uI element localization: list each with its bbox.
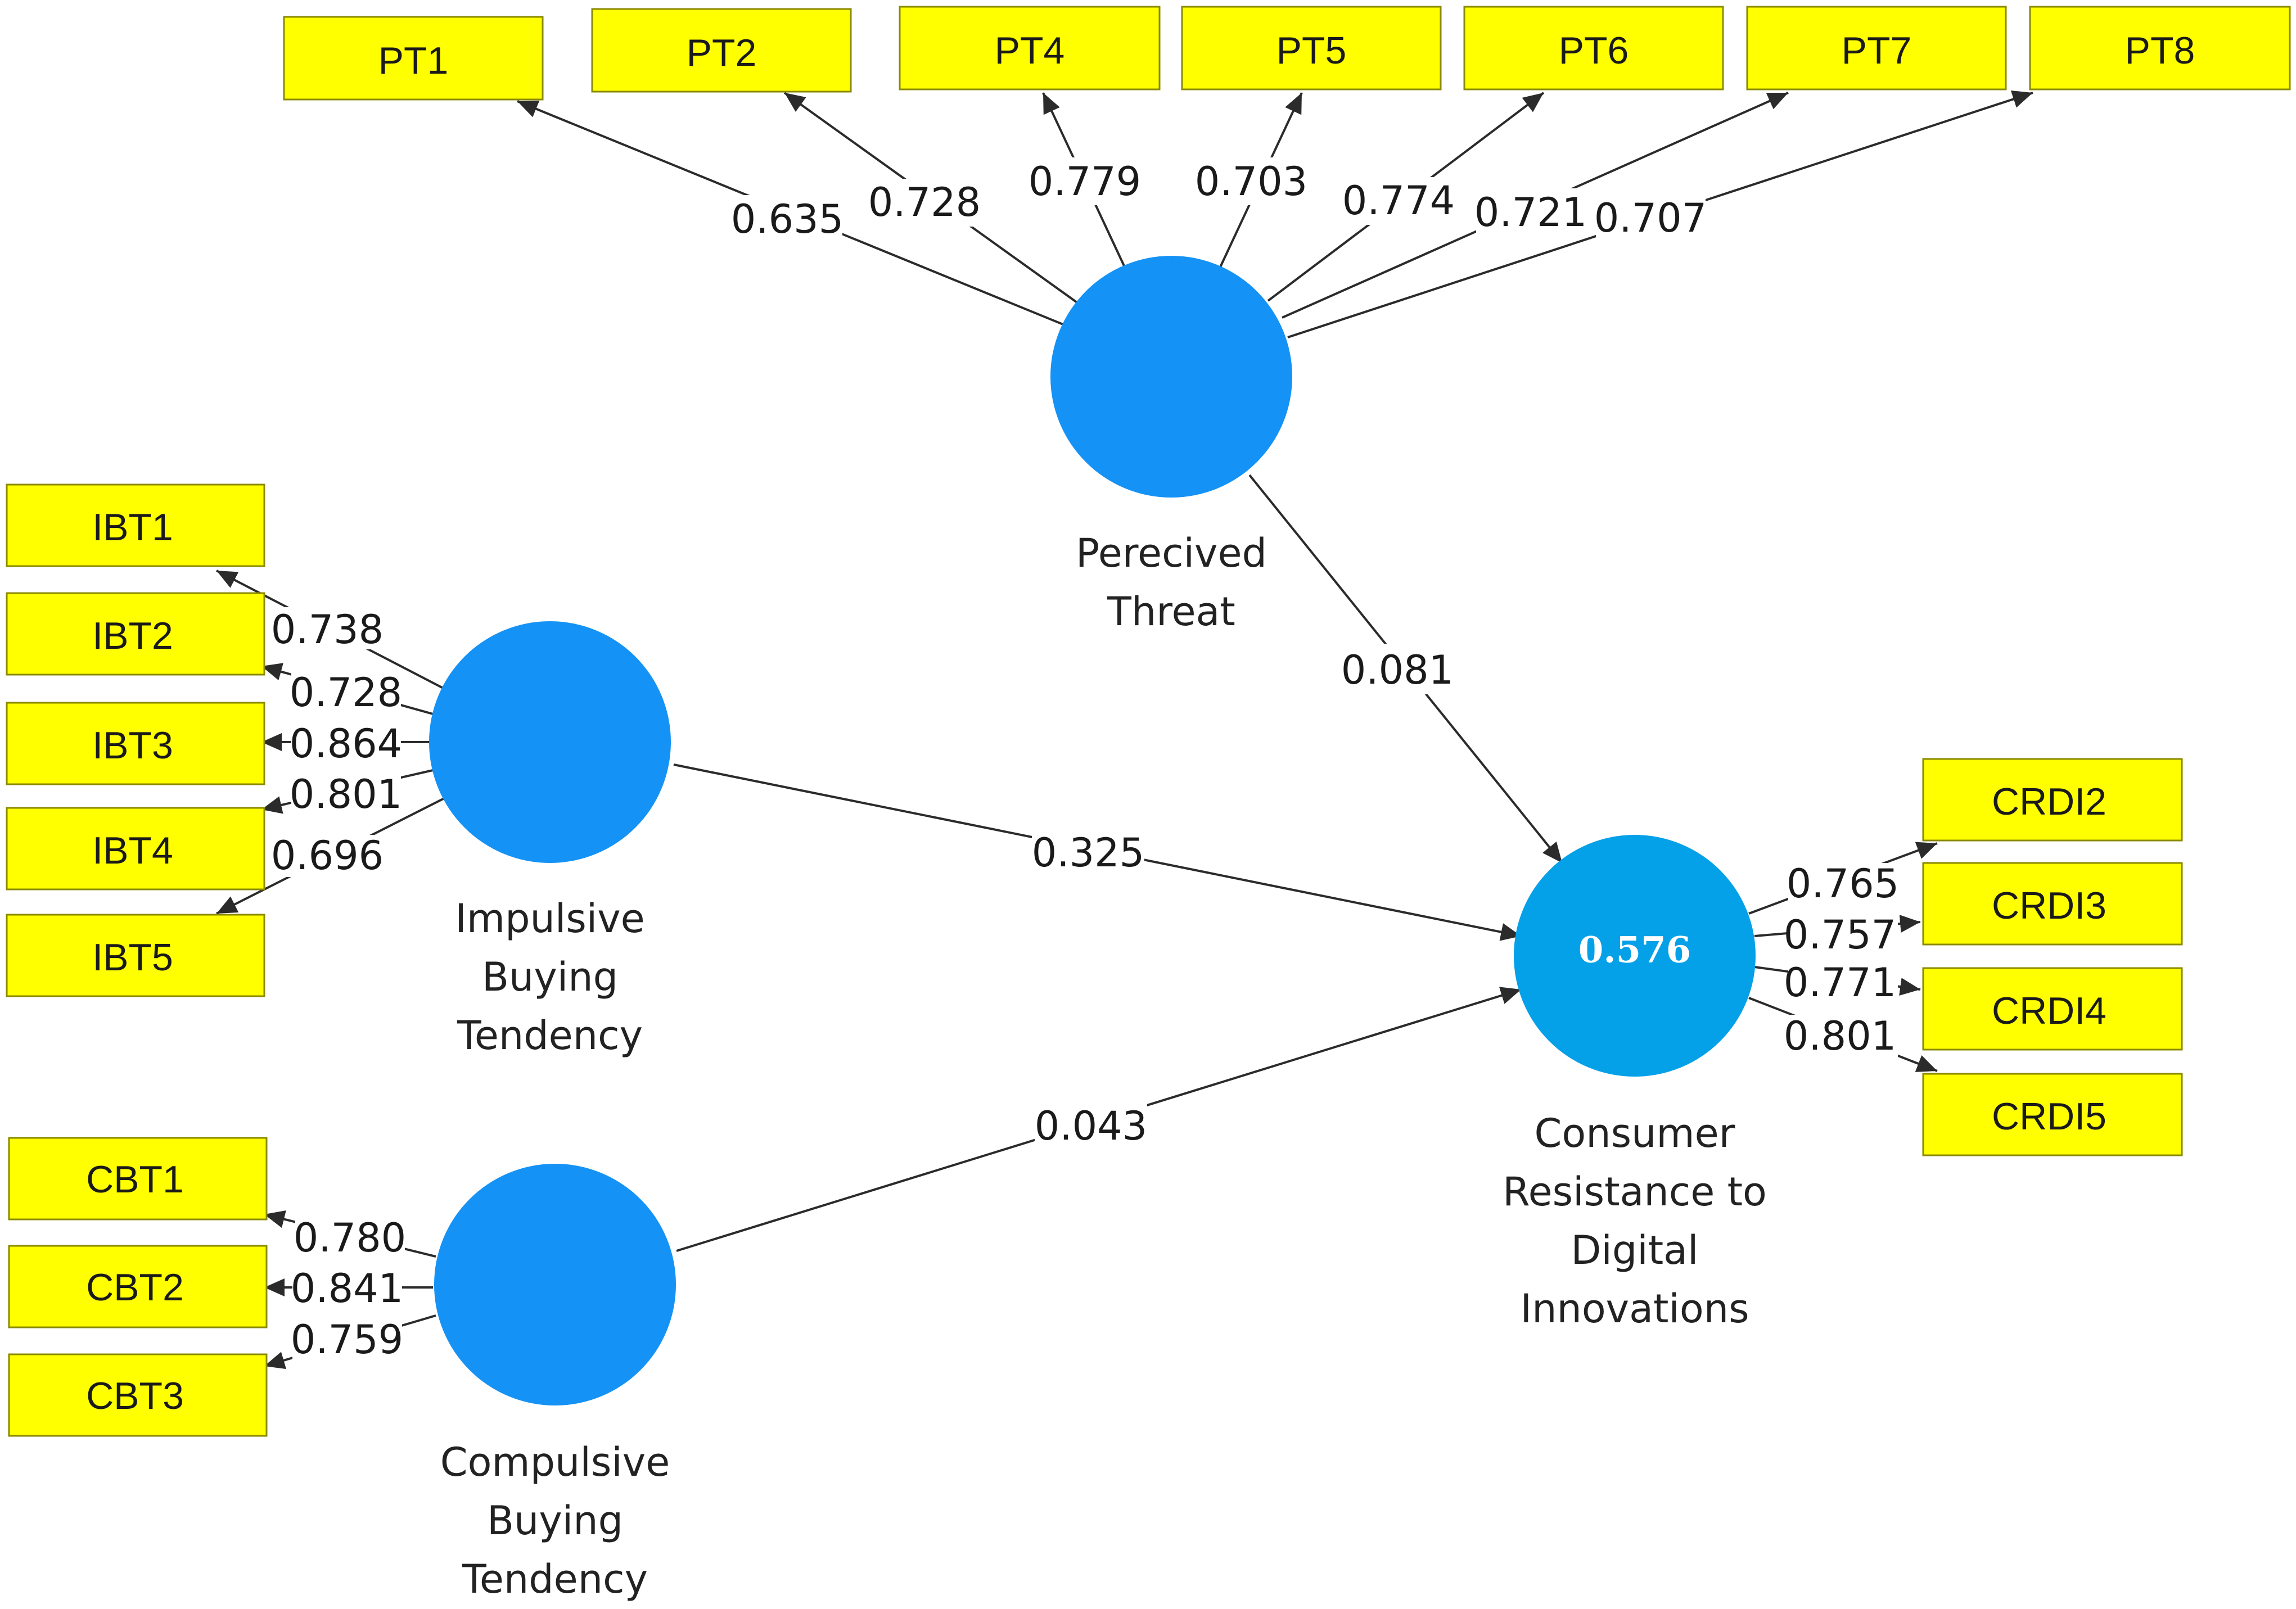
loading-ibt3: 0.864 [290, 721, 402, 767]
construct-consumer-resistance: 0.576 Consumer Resistance to Digital Inn… [1503, 835, 1767, 1332]
indicator-label: IBT2 [92, 614, 173, 657]
loading-ibt4: 0.801 [290, 771, 402, 817]
loading-cbt1: 0.780 [294, 1215, 406, 1261]
indicator-label: CRDI4 [1992, 989, 2106, 1032]
loading-ibt2: 0.728 [290, 670, 402, 716]
indicator-crdi3: CRDI3 [1922, 862, 2183, 946]
loading-crdi4: 0.771 [1784, 960, 1896, 1006]
construct-name-line: Buying [482, 954, 618, 1000]
indicator-ibt2: IBT2 [6, 592, 265, 676]
loading-pt4: 0.779 [1029, 159, 1141, 205]
loading-pt6: 0.774 [1342, 178, 1455, 224]
indicator-label: IBT5 [92, 936, 173, 979]
indicator-crdi5: CRDI5 [1922, 1073, 2183, 1156]
ibt-indicators: IBT1 IBT2 IBT3 IBT4 IBT5 [6, 483, 265, 997]
ibt-loading-labels: 0.738 0.728 0.864 0.801 0.696 [271, 607, 402, 879]
loading-pt8: 0.707 [1594, 195, 1707, 241]
indicator-label: CRDI5 [1992, 1095, 2106, 1138]
path-coefficient-ibt: 0.325 [1032, 830, 1144, 876]
construct-circle [1050, 256, 1292, 498]
path-coefficient-cbt: 0.043 [1035, 1103, 1147, 1149]
indicator-label: IBT3 [92, 724, 173, 767]
construct-name-line: Resistance to [1503, 1169, 1767, 1215]
indicator-ibt5: IBT5 [6, 914, 265, 997]
crdi-indicators: CRDI2 CRDI3 CRDI4 CRDI5 [1922, 758, 2183, 1156]
indicator-label: PT4 [995, 29, 1065, 72]
indicator-label: PT6 [1559, 29, 1629, 72]
indicator-label: PT1 [378, 39, 449, 82]
loading-crdi2: 0.765 [1787, 861, 1899, 907]
path-coefficient-labels: 0.081 0.325 0.043 [1032, 644, 1454, 1151]
loading-pt5: 0.703 [1195, 159, 1307, 205]
indicator-pt6: PT6 [1463, 6, 1724, 91]
cbt-indicators: CBT1 CBT2 CBT3 [8, 1137, 268, 1437]
indicator-label: CBT1 [86, 1158, 184, 1201]
crdi-loading-labels: 0.765 0.757 0.771 0.801 [1784, 861, 1899, 1059]
indicator-ibt1: IBT1 [6, 483, 265, 567]
indicator-pt5: PT5 [1181, 6, 1442, 91]
indicator-crdi2: CRDI2 [1922, 758, 2183, 842]
pt-indicators: PT1 PT2 PT4 PT5 PT6 PT7 PT8 [283, 6, 2291, 101]
cbt-loading-labels: 0.780 0.841 0.759 [291, 1215, 406, 1363]
loading-crdi3: 0.757 [1784, 912, 1896, 958]
indicator-cbt1: CBT1 [8, 1137, 268, 1221]
indicator-cbt3: CBT3 [8, 1353, 268, 1437]
indicator-label: IBT1 [92, 506, 173, 549]
indicator-label: CRDI2 [1992, 780, 2106, 823]
indicator-label: CRDI3 [1992, 884, 2106, 927]
loading-pt7: 0.721 [1474, 189, 1587, 236]
construct-compulsive-buying: Compulsive Buying Tendency [434, 1164, 676, 1602]
construct-perceived-threat: Perecived Threat [1050, 256, 1292, 635]
indicator-pt7: PT7 [1746, 6, 2007, 91]
loading-ibt5: 0.696 [271, 833, 384, 879]
construct-name-line: Tendency [462, 1556, 648, 1602]
indicator-cbt2: CBT2 [8, 1245, 268, 1328]
indicator-label: PT7 [1842, 29, 1912, 72]
indicator-pt2: PT2 [591, 8, 852, 93]
construct-name-line: Digital [1571, 1227, 1698, 1273]
loading-cbt3: 0.759 [291, 1317, 403, 1363]
indicator-label: CBT3 [86, 1375, 184, 1417]
indicator-label: CBT2 [86, 1266, 184, 1309]
indicator-label: PT8 [2125, 29, 2195, 72]
construct-name-line: Impulsive [455, 896, 645, 942]
construct-name-line: Threat [1107, 589, 1235, 635]
loading-ibt1: 0.738 [271, 607, 384, 653]
construct-name-line: Perecived [1076, 530, 1267, 576]
indicator-ibt3: IBT3 [6, 702, 265, 785]
construct-name-line: Innovations [1520, 1286, 1749, 1332]
construct-name-line: Consumer [1535, 1110, 1735, 1156]
indicator-pt8: PT8 [2029, 6, 2291, 91]
path-coefficient-pt: 0.081 [1341, 647, 1454, 693]
indicator-pt1: PT1 [283, 16, 544, 101]
loading-pt2: 0.728 [868, 179, 981, 225]
construct-circle [429, 621, 671, 863]
pt-loading-labels: 0.635 0.728 0.779 0.703 0.774 0.721 0.70… [731, 157, 1707, 243]
construct-circle [434, 1164, 676, 1405]
construct-impulsive-buying: Impulsive Buying Tendency [429, 621, 671, 1059]
indicator-label: IBT4 [92, 829, 173, 872]
indicator-label: PT2 [687, 31, 757, 74]
construct-name-line: Compulsive [440, 1439, 670, 1485]
loading-crdi5: 0.801 [1784, 1013, 1896, 1059]
indicator-pt4: PT4 [899, 6, 1161, 91]
indicator-label: PT5 [1276, 29, 1347, 72]
indicator-ibt4: IBT4 [6, 807, 265, 891]
loading-cbt2: 0.841 [291, 1265, 403, 1312]
loading-pt1: 0.635 [731, 196, 843, 242]
construct-circle [1514, 835, 1756, 1077]
construct-name-line: Tendency [457, 1013, 643, 1059]
indicator-crdi4: CRDI4 [1922, 967, 2183, 1051]
construct-name-line: Buying [487, 1498, 623, 1544]
r-squared-value: 0.576 [1578, 929, 1691, 971]
